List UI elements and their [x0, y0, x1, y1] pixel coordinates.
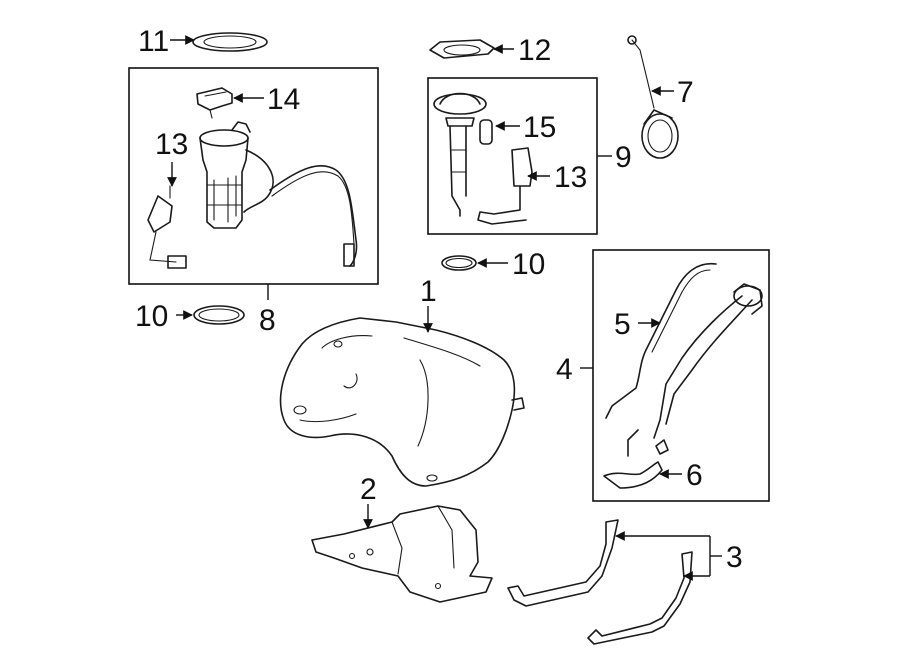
pump-module-box — [128, 67, 379, 285]
filler-pipe-box — [592, 249, 770, 502]
fuel-tank-part — [279, 317, 525, 487]
callout-15: 15 — [523, 111, 556, 144]
callout-leaders — [167, 35, 722, 581]
callout-10-left: 10 — [135, 300, 168, 333]
lock-ring-part — [192, 32, 268, 52]
heat-shield-part — [311, 505, 493, 603]
callout-1: 1 — [420, 275, 437, 308]
callout-11: 11 — [138, 25, 169, 58]
callout-13-left: 13 — [155, 128, 188, 161]
callout-8: 8 — [259, 304, 276, 337]
fuel-pump-module-part — [147, 121, 358, 269]
callout-12: 12 — [518, 34, 551, 67]
callout-9: 9 — [615, 141, 632, 174]
seal-ring-lower-part — [193, 305, 245, 325]
connector-part — [196, 87, 233, 119]
callout-3: 3 — [726, 541, 743, 574]
callout-10-right: 10 — [512, 248, 545, 281]
callout-6: 6 — [686, 459, 703, 492]
seal-ring-upper-part — [441, 255, 477, 271]
sender-assembly-part — [433, 92, 533, 225]
tank-straps-part — [507, 519, 693, 645]
fuel-cap-part — [627, 35, 679, 159]
callout-2: 2 — [360, 473, 377, 506]
callout-13-right: 13 — [554, 161, 587, 194]
retainer-ring-part — [429, 39, 495, 59]
callout-7: 7 — [677, 76, 694, 109]
callout-14: 14 — [267, 83, 300, 116]
filler-pipe-part — [603, 262, 763, 489]
callout-4: 4 — [556, 353, 573, 386]
callout-5: 5 — [614, 308, 631, 341]
callout-labels: 11 14 13 8 10 12 15 13 9 7 10 1 2 4 5 6 … — [135, 25, 743, 574]
